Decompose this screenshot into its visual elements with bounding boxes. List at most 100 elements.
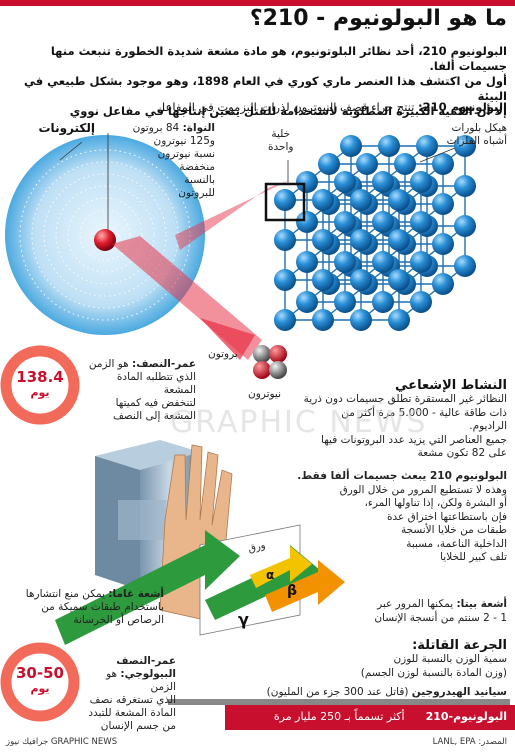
lattice-atom <box>454 215 476 237</box>
half-life-term: عمر-النصف: <box>132 358 196 370</box>
diagram-graphics <box>0 133 515 730</box>
beta-line: يمكنها المرور عبر <box>377 598 454 610</box>
lattice-atom <box>312 229 334 251</box>
gamma-line: باستخدام طبقات سميكة من <box>41 601 164 613</box>
unit-cell-box <box>264 182 306 222</box>
lattice-atom <box>296 291 318 313</box>
lattice-atom <box>388 309 410 331</box>
skeleton-pointer <box>419 147 456 163</box>
alpha-arrow <box>250 546 312 588</box>
lattice-atom <box>312 189 334 211</box>
lattice-atom <box>454 135 476 157</box>
radioactivity-text: النظائر غير المستقرة تطلق جسيمات دون ذري… <box>302 393 507 461</box>
nucleus-line: منخفضة <box>179 161 215 173</box>
lattice-atom <box>372 251 394 273</box>
bio-half-life-line: من جسم الإنسان <box>100 720 176 732</box>
lattice-atom <box>416 135 438 157</box>
radioactivity-heading: النشاط الإشعاعي <box>395 378 507 393</box>
footer: جرافيك نيوز GRAPHIC NEWS المصدر: LANL, E… <box>0 733 515 753</box>
footer-source: المصدر: LANL, EPA <box>432 737 507 747</box>
watermark: GRAPHIC NEWS <box>170 405 428 440</box>
bio-half-life-term: البيولوجي: <box>120 668 176 680</box>
bio-half-life-dial <box>0 642 80 722</box>
lattice-atom <box>372 171 394 193</box>
nucleus-label: النواة: 84 بروتون و125 نيوترون نسبة نيوت… <box>125 122 215 200</box>
lattice-atom <box>388 269 410 291</box>
production-term: البولونيوم 210: <box>418 100 507 114</box>
lattice-atom <box>340 135 362 157</box>
title-bar <box>0 0 515 46</box>
lattice-atom <box>296 211 318 233</box>
gamma-term: أشعة غاما: <box>108 588 164 600</box>
bio-half-life-line: الذي تستغرقه نصف <box>89 694 176 706</box>
half-life-dial <box>0 345 80 425</box>
intro-line: البولونيوم 210، أحد نظائر البلوتونيوم، ه… <box>50 44 507 73</box>
lattice-atom <box>312 269 334 291</box>
lattice-atom <box>350 269 372 291</box>
lattice-atom <box>334 171 356 193</box>
polonium-bar-name: البولونيوم-210 <box>425 710 507 723</box>
neutron-label: نيوترون <box>248 388 282 400</box>
half-life-value: 138.4 <box>16 368 64 386</box>
lattice-atom <box>410 171 432 193</box>
beta-symbol: β <box>287 583 298 599</box>
lattice-atom <box>410 291 432 313</box>
bio-half-life-term: عمر-النصف <box>116 655 176 667</box>
lattice-atom <box>432 233 454 255</box>
production-line: البولونيوم 210: تنتج جراء قصف النيوترون … <box>157 100 507 114</box>
alpha-line: الداخلية الناعمة، مسببة <box>406 537 507 550</box>
alpha-line: طبقات من خلايا الأنسجة <box>400 524 507 536</box>
lattice-atom <box>334 291 356 313</box>
lattice-atom <box>296 251 318 273</box>
nucleus-line: للبروتون <box>178 187 215 199</box>
lattice-atom <box>372 291 394 313</box>
lattice-atom <box>410 251 432 273</box>
nucleus-line: بالنسبة <box>184 174 215 186</box>
half-life-unit: يوم <box>30 386 50 399</box>
lattice-atom <box>312 309 334 331</box>
gamma-symbol: γ <box>238 610 249 629</box>
beta-line: 1 - 2 سنتم من أنسجة الإنسان <box>374 611 507 624</box>
alpha-line: وهذه لا تستطيع المرور من خلال الورق <box>339 483 507 496</box>
electrons-pointer <box>59 141 83 161</box>
radioactivity-section: النشاط الإشعاعي النظائر غير المستقرة تطل… <box>302 378 507 461</box>
half-life-line: لتنخفض فيه كميتها <box>115 397 196 409</box>
polonium-bar <box>225 705 515 730</box>
lattice-atom <box>274 229 296 251</box>
page-title: ما هو البولونيوم - 210؟ <box>249 6 507 31</box>
nucleus-term: النواة: <box>182 122 215 134</box>
gamma-line: الرصاص أو الخرسانة <box>73 614 164 626</box>
lattice-atom <box>394 153 416 175</box>
lattice-atom <box>274 269 296 291</box>
intro-text: البولونيوم 210، أحد نظائر البلوتونيوم، ه… <box>7 44 507 119</box>
radioactivity-line: ذات طاقة عالية - 5.000 مرة أكثر من الراد… <box>341 406 507 433</box>
nucleus-line: 84 بروتون <box>132 122 180 134</box>
lattice-atom <box>356 153 378 175</box>
lattice-atom <box>378 135 400 157</box>
bio-half-life-text: عمر-النصف البيولوجي: هو الزمن الذي تستغر… <box>86 655 176 733</box>
crystal-lattice <box>274 135 476 331</box>
lattice-atom <box>388 189 410 211</box>
half-life-line: المشعة إلى النصف <box>112 410 196 422</box>
cyanide-label: سيانيد الهيدروجين (قاتل عند 300 جزء من ا… <box>267 686 507 698</box>
half-life-line: هو الزمن <box>88 358 129 370</box>
production-text: تنتج جراء قصف النيوترون لذرات البزموت في… <box>156 100 415 114</box>
radioactivity-line: النظائر غير المستقرة تطلق جسيمات دون ذري… <box>303 393 507 405</box>
radioactivity-line: على 82 تكون مشعة <box>417 447 507 459</box>
half-life-line: الذي تتطلبه المادة المشعة <box>116 371 196 396</box>
unit-cell-line: خلية <box>271 128 291 140</box>
lattice-atom <box>318 153 340 175</box>
lattice-atom <box>410 211 432 233</box>
beta-arrow <box>265 560 345 612</box>
gamma-section: أشعة غاما: يمكن منع انتشارها باستخدام طب… <box>4 588 164 627</box>
footer-credit: جرافيك نيوز GRAPHIC NEWS <box>6 737 118 747</box>
nucleus-line: نسبة نيوترون <box>157 148 215 160</box>
lethal-heading: الجرعة القاتلة: <box>412 638 507 653</box>
lattice-atom <box>454 175 476 197</box>
alpha-symbol: α <box>266 568 275 582</box>
lattice-atom <box>372 211 394 233</box>
lattice-atom <box>350 229 372 251</box>
cell-connector <box>175 180 290 250</box>
lattice-atom <box>432 273 454 295</box>
unit-cell-line: واحدة <box>268 141 294 153</box>
